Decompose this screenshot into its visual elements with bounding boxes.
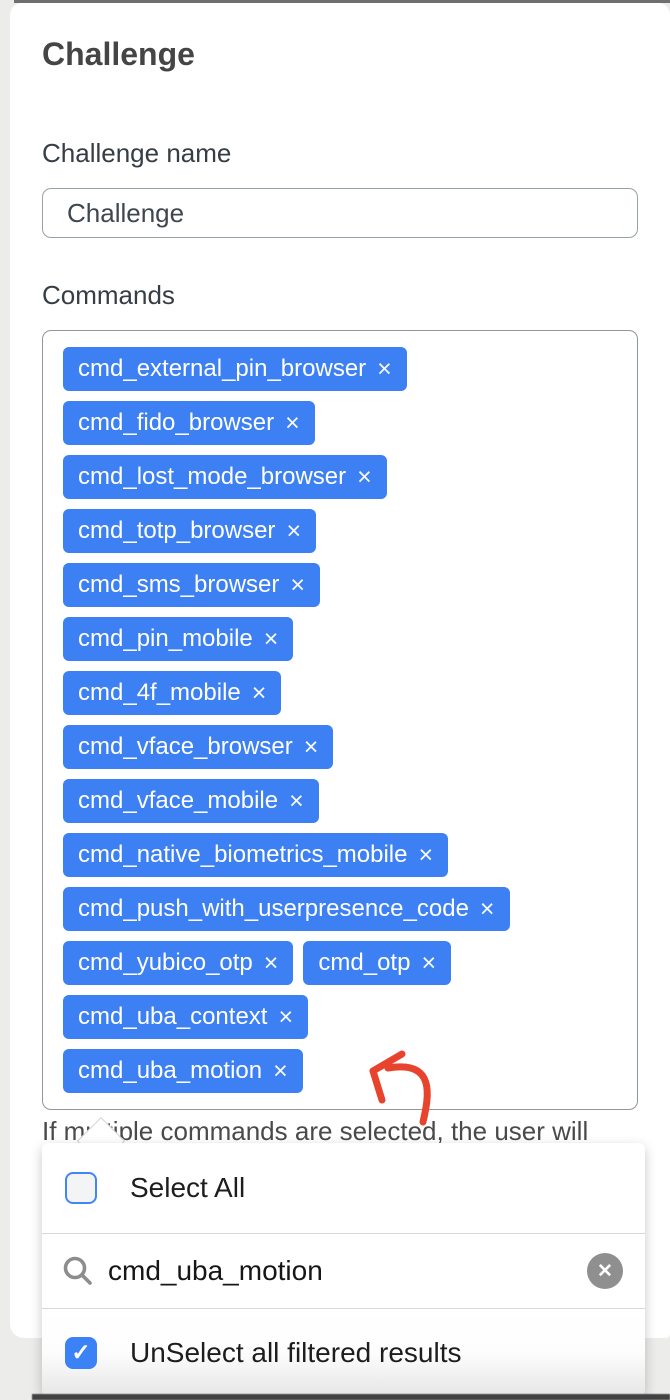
command-chip[interactable]: cmd_yubico_otp × (63, 941, 294, 985)
chip-row: cmd_pin_mobile × (63, 617, 619, 661)
chip-label: cmd_totp_browser (78, 517, 276, 544)
chip-label: cmd_push_with_userpresence_code (78, 895, 469, 922)
command-chip[interactable]: cmd_uba_motion × (63, 1049, 303, 1093)
command-chip[interactable]: cmd_push_with_userpresence_code × (63, 887, 510, 931)
commands-dropdown: Select All ✕ ✓ UnSelect all filtered res… (42, 1143, 645, 1396)
unselect-all-label: UnSelect all filtered results (130, 1336, 462, 1368)
chips-container: cmd_external_pin_browser×cmd_fido_browse… (63, 347, 619, 1093)
chip-label: cmd_vface_mobile (78, 787, 279, 814)
command-chip[interactable]: cmd_uba_context × (63, 995, 309, 1039)
command-chip[interactable]: cmd_fido_browser × (63, 401, 315, 445)
chip-remove-icon[interactable]: × (286, 516, 302, 545)
chip-row: cmd_totp_browser × (63, 509, 619, 553)
chip-row: cmd_uba_context × (63, 995, 619, 1039)
annotation-arrow-icon (369, 1050, 431, 1126)
dropdown-divider (42, 1233, 645, 1234)
command-chip[interactable]: cmd_otp × (303, 941, 452, 985)
chip-label: cmd_4f_mobile (78, 679, 241, 706)
chip-remove-icon[interactable]: × (421, 948, 437, 977)
chip-label: cmd_sms_browser (78, 571, 280, 598)
chip-label: cmd_lost_mode_browser (78, 463, 347, 490)
chip-label: cmd_yubico_otp (78, 949, 253, 976)
command-search-input[interactable] (108, 1255, 587, 1287)
chip-label: cmd_fido_browser (78, 409, 275, 436)
select-all-checkbox[interactable] (65, 1172, 97, 1204)
chip-row: cmd_vface_mobile × (63, 779, 619, 823)
select-all-row[interactable]: Select All (42, 1143, 645, 1233)
challenge-name-input[interactable] (42, 188, 638, 238)
commands-help-text: If multiple commands are selected, the u… (42, 1116, 589, 1146)
chip-row: cmd_sms_browser × (63, 563, 619, 607)
chip-remove-icon[interactable]: × (263, 624, 279, 653)
check-icon: ✓ (71, 1339, 91, 1365)
commands-label: Commands (42, 280, 175, 310)
chip-row: cmd_fido_browser × (63, 401, 619, 445)
command-chip[interactable]: cmd_4f_mobile × (63, 671, 282, 715)
command-chip[interactable]: cmd_vface_mobile × (63, 779, 319, 823)
chip-remove-icon[interactable]: × (418, 840, 434, 869)
chip-label: cmd_uba_context (78, 1003, 268, 1030)
search-icon (63, 1256, 92, 1285)
command-chip[interactable]: cmd_pin_mobile × (63, 617, 294, 661)
window-top-edge (14, 0, 670, 3)
chip-label: cmd_otp (318, 949, 411, 976)
chip-remove-icon[interactable]: × (289, 786, 304, 815)
chip-row: cmd_uba_motion × (63, 1049, 619, 1093)
unselect-all-filtered-row[interactable]: ✓ UnSelect all filtered results (42, 1309, 645, 1396)
chip-label: cmd_vface_browser (78, 733, 293, 760)
chip-label: cmd_uba_motion (78, 1057, 263, 1084)
chip-remove-icon[interactable]: × (263, 948, 279, 977)
chip-remove-icon[interactable]: × (357, 462, 372, 491)
chip-label: cmd_pin_mobile (78, 625, 253, 652)
challenge-name-label: Challenge name (42, 138, 232, 168)
command-chip[interactable]: cmd_external_pin_browser × (63, 347, 407, 391)
command-chip[interactable]: cmd_totp_browser × (63, 509, 317, 553)
chip-remove-icon[interactable]: × (278, 1002, 294, 1031)
chip-remove-icon[interactable]: × (273, 1056, 288, 1085)
chip-remove-icon[interactable]: × (285, 408, 300, 437)
commands-multiselect-box[interactable]: cmd_external_pin_browser×cmd_fido_browse… (42, 330, 638, 1110)
chip-row: cmd_lost_mode_browser × (63, 455, 619, 499)
dropdown-divider (42, 1308, 645, 1309)
chip-label: cmd_native_biometrics_mobile (78, 841, 408, 868)
chip-row: cmd_native_biometrics_mobile × (63, 833, 619, 877)
chip-remove-icon[interactable]: × (377, 354, 392, 383)
clear-icon: ✕ (597, 1260, 613, 1282)
unselect-all-checkbox[interactable]: ✓ (65, 1336, 97, 1369)
command-chip[interactable]: cmd_native_biometrics_mobile × (63, 833, 449, 877)
chip-remove-icon[interactable]: × (303, 732, 319, 761)
chip-label: cmd_external_pin_browser (78, 355, 367, 382)
chip-remove-icon[interactable]: × (290, 570, 305, 599)
chip-row: cmd_4f_mobile × (63, 671, 619, 715)
chip-row: cmd_yubico_otp × cmd_otp × (63, 941, 619, 985)
chip-row: cmd_push_with_userpresence_code × (63, 887, 619, 931)
clear-search-button[interactable]: ✕ (587, 1253, 623, 1289)
chip-remove-icon[interactable]: × (479, 894, 495, 923)
command-chip[interactable]: cmd_lost_mode_browser × (63, 455, 387, 499)
page-title: Challenge (42, 36, 195, 72)
bottom-shadow (32, 1394, 670, 1400)
command-chip[interactable]: cmd_sms_browser × (63, 563, 320, 607)
chip-row: cmd_vface_browser × (63, 725, 619, 769)
search-row: ✕ (42, 1234, 645, 1308)
command-chip[interactable]: cmd_vface_browser × (63, 725, 334, 769)
chip-remove-icon[interactable]: × (251, 678, 267, 707)
select-all-label: Select All (130, 1172, 246, 1203)
chip-row: cmd_external_pin_browser × (63, 347, 619, 391)
